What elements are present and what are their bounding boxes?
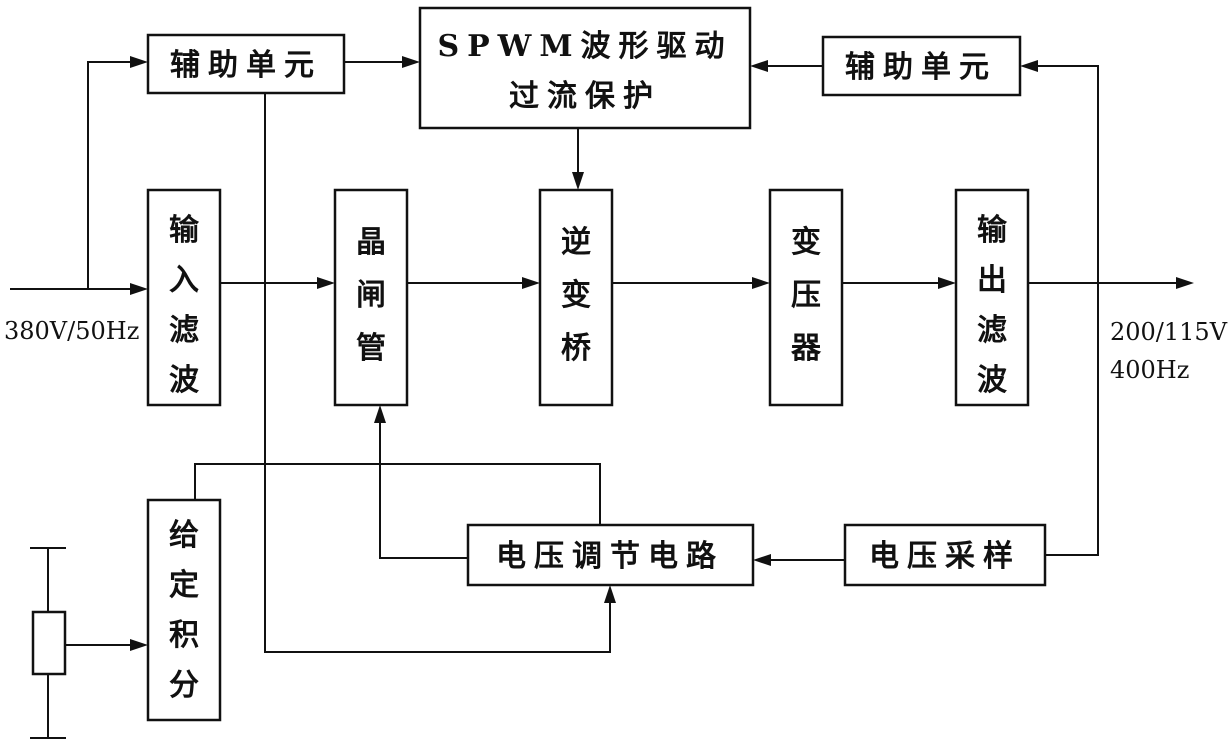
overcurrent-protection-label: 过流保护 [509, 79, 661, 114]
inverter-char: 变 [561, 278, 591, 313]
given-integral-char: 积 [169, 618, 199, 653]
input-filter-char: 输 [169, 213, 200, 248]
aux-unit-left-label: 辅助单元 [170, 48, 322, 83]
input-filter-block: 输 入 滤 波 [146, 188, 222, 407]
aux-unit-right-block: 辅助单元 [821, 35, 1022, 97]
inverter-char: 桥 [561, 331, 591, 366]
output-frequency-label: 400Hz [1110, 356, 1189, 384]
given-integral-char: 分 [169, 668, 199, 703]
thyristor-char: 闸 [356, 278, 386, 313]
transformer-block: 变 压 器 [768, 188, 844, 407]
spwm-driver-block: SPWM波形驱动 过流保护 [418, 6, 752, 130]
given-integral-char: 定 [169, 568, 199, 603]
input-filter-char: 波 [169, 363, 200, 398]
spwm-driver-label: SPWM波形驱动 [437, 29, 732, 64]
input-filter-char: 入 [169, 263, 199, 298]
aux-unit-left-block: 辅助单元 [146, 33, 346, 95]
potentiometer-symbol [30, 547, 67, 739]
given-integral-char: 给 [169, 518, 199, 553]
aux-unit-right-label: 辅助单元 [845, 50, 997, 85]
voltage-sampling-block: 电压采样 [843, 523, 1047, 587]
transformer-char: 变 [791, 225, 821, 260]
input-voltage-label: 380V/50Hz [4, 317, 139, 345]
inverter-bridge-block: 逆 变 桥 [538, 188, 614, 407]
output-voltage-label: 200/115V [1110, 318, 1228, 346]
transformer-char: 压 [791, 278, 821, 313]
thyristor-char: 管 [356, 331, 386, 366]
thyristor-block: 晶 闸 管 [333, 188, 409, 407]
signal-lines [10, 56, 1194, 653]
output-filter-block: 输 出 滤 波 [954, 188, 1030, 407]
output-filter-char: 滤 [977, 313, 1007, 348]
voltage-regulator-label: 电压调节电路 [496, 539, 724, 574]
input-filter-char: 滤 [169, 313, 199, 348]
output-filter-char: 出 [977, 263, 1007, 298]
output-filter-char: 波 [977, 363, 1008, 398]
inverter-char: 逆 [561, 225, 591, 260]
voltage-regulator-block: 电压调节电路 [466, 523, 755, 587]
given-integral-block: 给 定 积 分 [146, 498, 222, 722]
voltage-sampling-label: 电压采样 [869, 539, 1021, 574]
output-filter-char: 输 [977, 213, 1008, 248]
transformer-char: 器 [790, 331, 822, 366]
thyristor-char: 晶 [356, 225, 386, 260]
